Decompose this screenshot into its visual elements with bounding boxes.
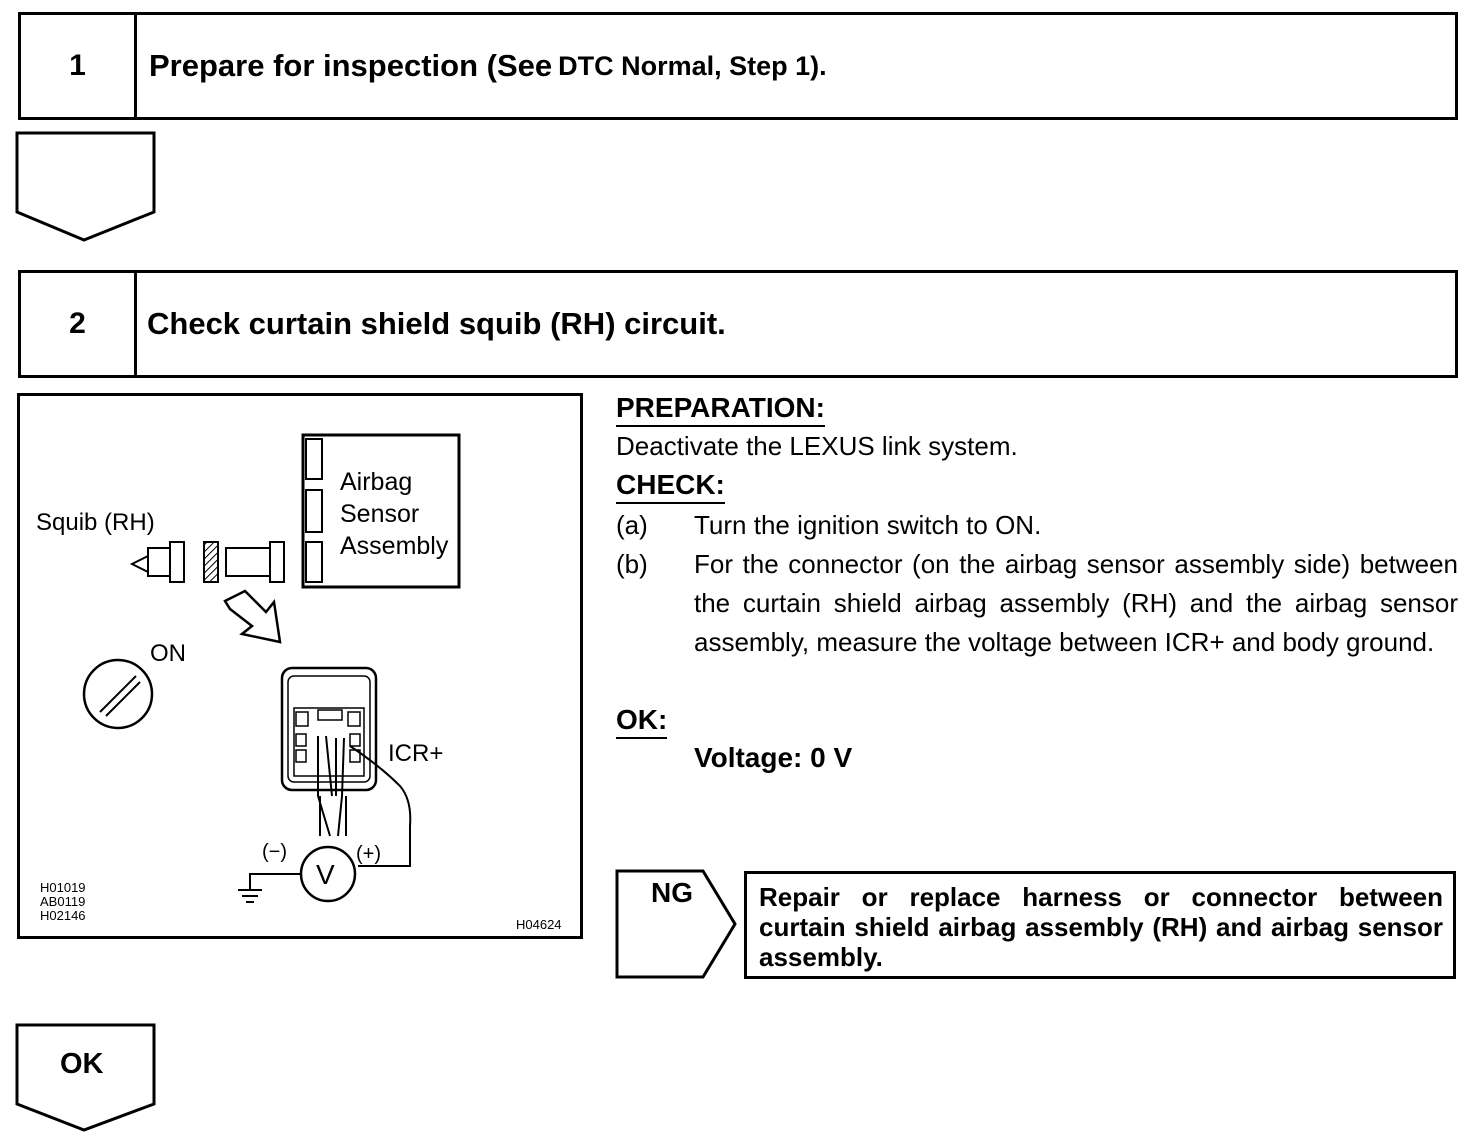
preparation-text: Deactivate the LEXUS link system. xyxy=(616,431,1018,461)
step-1-title: Prepare for inspection (See DTC Normal, … xyxy=(149,15,827,117)
ng-action-text: Repair or replace harness or connector b… xyxy=(759,882,1443,972)
label-sensor: Sensor xyxy=(340,500,420,528)
check-item-a-label: (a) xyxy=(616,510,648,540)
label-airbag: Airbag xyxy=(340,468,413,496)
ng-label: NG xyxy=(651,877,693,908)
label-assembly: Assembly xyxy=(340,532,449,560)
step-1-box: 1 Prepare for inspection (See DTC Normal… xyxy=(18,12,1458,120)
step-1-number: 1 xyxy=(21,15,137,117)
step-1-title-main: Prepare for inspection (See xyxy=(149,48,553,83)
step-2-number: 2 xyxy=(21,273,137,375)
step-2-box: 2 Check curtain shield squib (RH) circui… xyxy=(18,270,1458,378)
check-item-b-text: For the connector (on the airbag sensor … xyxy=(694,549,1458,657)
step-2-title: Check curtain shield squib (RH) circuit. xyxy=(147,306,726,341)
check-item-a-text: Turn the ignition switch to ON. xyxy=(694,510,1042,540)
ref-code-2: AB0119 xyxy=(40,894,86,909)
check-heading: CHECK: xyxy=(616,468,725,504)
label-on: ON xyxy=(150,640,186,667)
label-squib: Squib (RH) xyxy=(36,509,155,536)
label-minus: (−) xyxy=(262,841,287,863)
voltmeter-label: V xyxy=(316,859,335,890)
figure-code: H04624 xyxy=(516,917,562,932)
ref-code-1: H01019 xyxy=(40,880,86,895)
ok-flow-label: OK xyxy=(60,1048,104,1080)
wiring-figure: Squib (RH) Airbag Sensor Assembly ON ICR… xyxy=(17,393,583,939)
ok-value: Voltage: 0 V xyxy=(694,742,853,773)
ok-heading: OK: xyxy=(616,703,668,739)
ng-action-box xyxy=(744,871,1456,979)
ng-arrow xyxy=(615,869,737,979)
check-item-b-label: (b) xyxy=(616,549,648,579)
ok-flow-arrow xyxy=(15,1023,156,1132)
flow-arrow-1 xyxy=(15,131,156,242)
step-1-title-suffix: DTC Normal, Step 1). xyxy=(558,50,827,81)
preparation-heading: PREPARATION: xyxy=(616,391,825,427)
label-icr: ICR+ xyxy=(388,740,444,767)
label-plus: (+) xyxy=(356,843,381,865)
figure-drawing xyxy=(82,433,461,903)
ref-code-3: H02146 xyxy=(40,908,86,923)
